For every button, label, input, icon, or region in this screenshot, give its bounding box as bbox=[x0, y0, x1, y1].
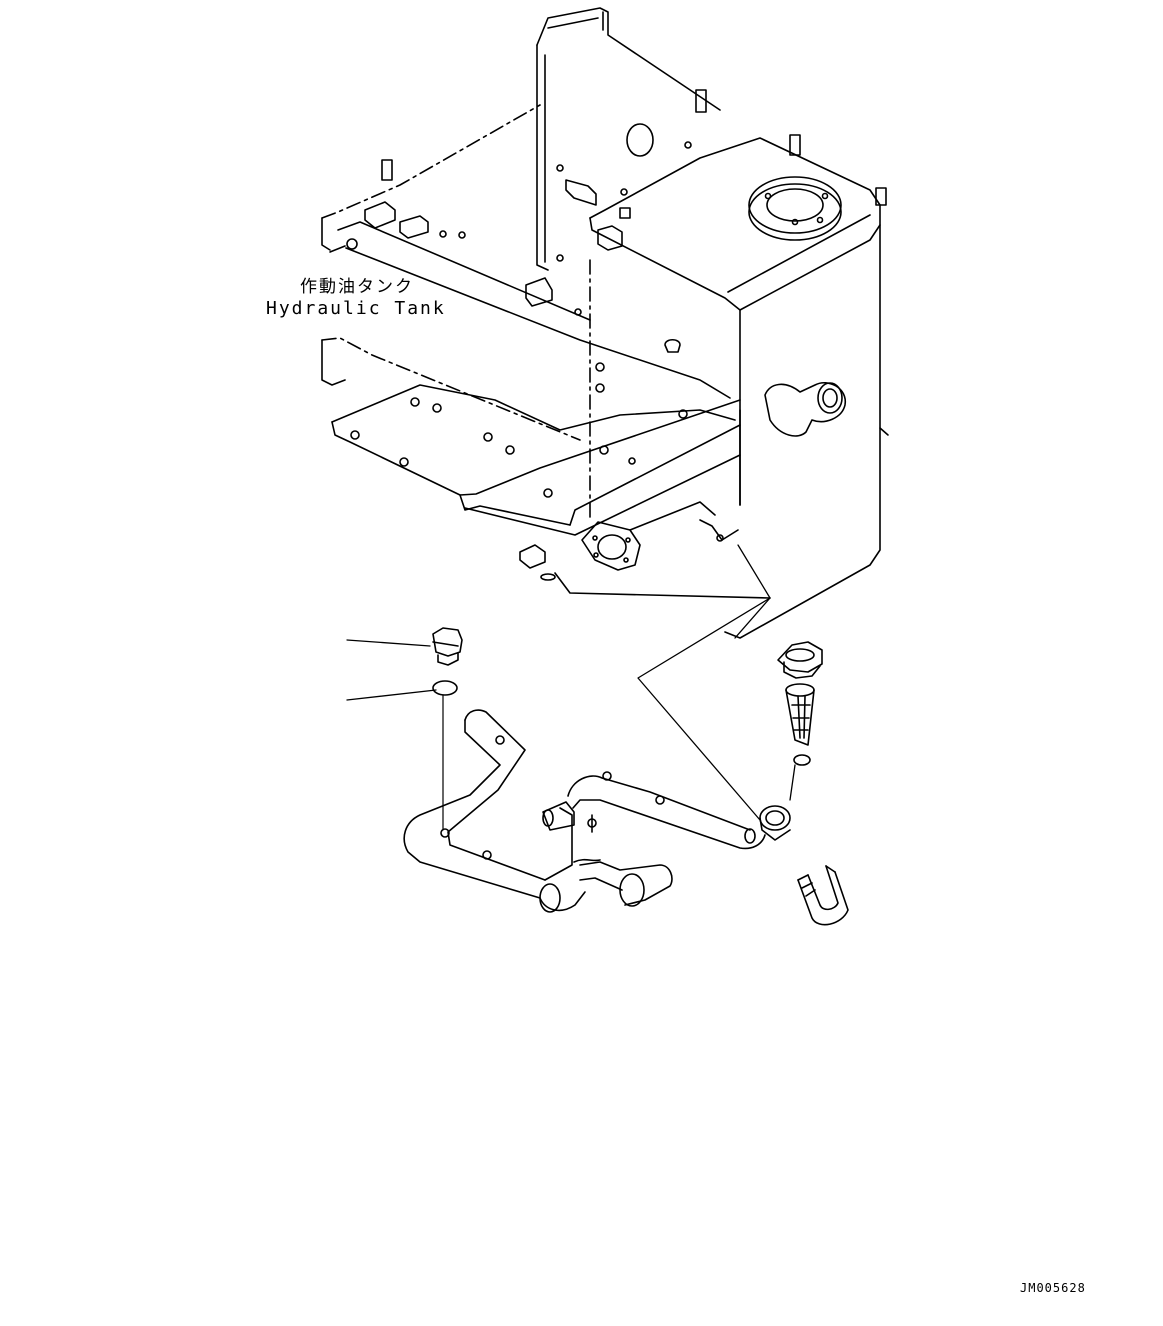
suction-pipe bbox=[403, 709, 766, 913]
o-ring bbox=[432, 680, 458, 696]
drain-plug bbox=[432, 627, 463, 666]
frame-upright-panel bbox=[536, 7, 721, 271]
hydraulic-tank-body bbox=[589, 89, 889, 639]
strainer bbox=[785, 683, 815, 746]
tank-outlet-flange bbox=[519, 501, 771, 599]
filler-neck bbox=[759, 805, 791, 841]
filler-cap bbox=[777, 641, 823, 679]
drawing-code: JM005628 bbox=[1020, 1281, 1086, 1295]
frame-upper-bracket bbox=[321, 104, 731, 399]
strainer-o-ring bbox=[793, 754, 811, 766]
frame-lower-plate bbox=[321, 337, 741, 536]
leader-lines bbox=[346, 544, 796, 831]
hose bbox=[797, 865, 849, 926]
tank-label-japanese: 作動油タンク bbox=[300, 277, 414, 297]
tank-label-english: Hydraulic Tank bbox=[266, 298, 446, 319]
